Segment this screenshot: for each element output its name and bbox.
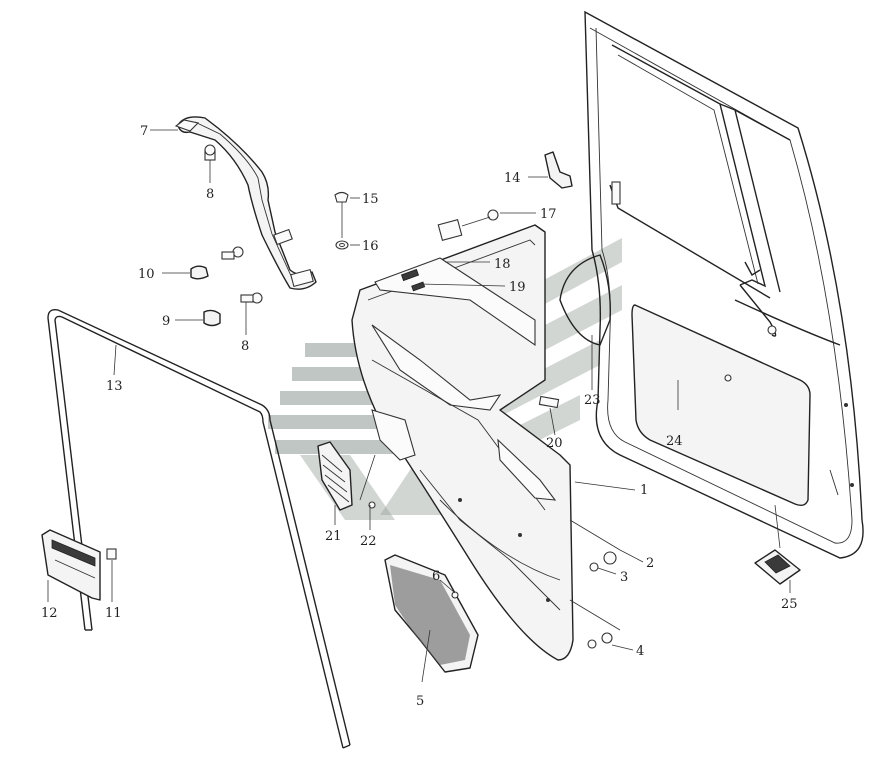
bracket-12 (41, 529, 101, 601)
callout-21: 21 (325, 529, 342, 544)
callout-12: 12 (41, 606, 58, 621)
callout-4: 4 (636, 644, 644, 659)
callout-3: 3 (620, 570, 628, 585)
callout-24: 24 (666, 434, 683, 449)
callout-labels: 1 2 3 4 5 6 7 8 8 9 10 11 12 13 14 15 16… (41, 124, 798, 709)
callout-22: 22 (360, 534, 377, 549)
callout-14: 14 (504, 171, 521, 186)
callout-15: 15 (362, 192, 379, 207)
clip-15 (334, 191, 349, 238)
cap-9 (203, 309, 221, 327)
clip-17 (437, 209, 499, 241)
leader-lines (47, 129, 791, 683)
callout-11: 11 (105, 606, 122, 621)
glass-run-seal-13 (47, 308, 351, 749)
callout-8-lower: 8 (241, 339, 249, 354)
grab-handle-7 (174, 116, 317, 290)
clip-20 (538, 395, 560, 409)
lock-knob-14 (544, 151, 573, 189)
callout-10: 10 (138, 267, 155, 282)
callout-19: 19 (509, 280, 526, 295)
callout-1: 1 (640, 483, 648, 498)
callout-18: 18 (494, 257, 511, 272)
callout-8-upper: 8 (206, 187, 214, 202)
callout-20: 20 (546, 436, 563, 451)
screw-10 (221, 246, 244, 260)
cap-10 (190, 265, 209, 280)
screw-8-upper (204, 144, 216, 161)
door-trim-panel-1 (351, 224, 574, 661)
door-frame-24 (559, 10, 864, 559)
callout-23: 23 (584, 393, 601, 408)
washer-16 (335, 240, 349, 250)
callout-17: 17 (540, 207, 557, 222)
clip-6 (451, 591, 459, 599)
callout-6: 6 (432, 569, 440, 584)
cap-2 (603, 551, 617, 565)
clip-11 (106, 548, 117, 560)
callout-5: 5 (416, 694, 424, 709)
callout-13: 13 (106, 379, 123, 394)
callout-25: 25 (781, 597, 798, 612)
callout-9: 9 (162, 314, 170, 329)
callout-16: 16 (362, 239, 379, 254)
insulation-pad-5 (384, 554, 479, 673)
callout-2: 2 (646, 556, 654, 571)
callout-7: 7 (140, 124, 148, 139)
screw-4 (587, 632, 613, 649)
screw-3 (589, 562, 599, 572)
switch-25 (754, 549, 801, 585)
screw-8-lower (240, 292, 263, 304)
speaker-grille-21 (317, 441, 353, 511)
clip-22 (368, 501, 376, 509)
